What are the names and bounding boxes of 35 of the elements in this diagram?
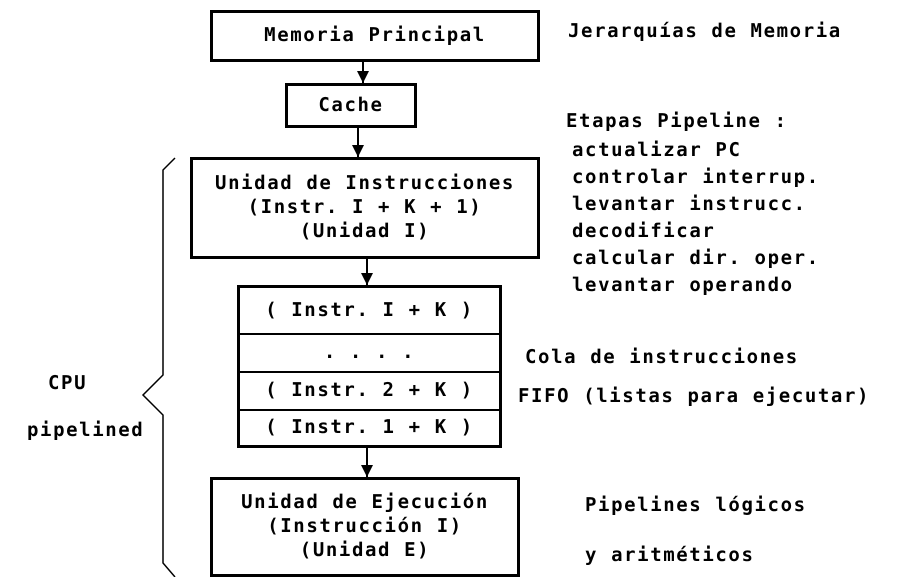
node-subtitle: (Unidad E) — [300, 538, 430, 563]
arrow — [361, 259, 373, 285]
side-note: FIFO (listas para ejecutar) — [518, 385, 870, 408]
side-note: Pipelines lógicos — [585, 494, 807, 517]
cache-box — [285, 83, 417, 128]
stage-item: controlar interrup. — [572, 166, 820, 189]
side-label: pipelined — [27, 419, 144, 442]
instruction-queue-box — [237, 285, 502, 448]
node-title: ( Instr. 2 + K ) — [265, 379, 474, 403]
node-title: ( Instr. 1 + K ) — [265, 416, 474, 440]
side-note: Cola de instrucciones — [525, 346, 799, 369]
stage-item: levantar instrucc. — [572, 193, 807, 216]
node-subtitle: (Unidad I) — [300, 220, 430, 244]
node-subtitle: (Instr. I + K + 1) — [248, 196, 482, 220]
arrow — [352, 128, 364, 157]
node-title: Unidad de Instrucciones — [215, 172, 515, 196]
node-title: . . . . — [324, 341, 416, 365]
stage-item: calcular dir. oper. — [572, 247, 820, 270]
side-note: y aritméticos — [585, 544, 755, 567]
instruction-unit-box — [190, 157, 540, 259]
node-title: ( Instr. I + K ) — [265, 298, 474, 322]
arrow — [361, 448, 373, 477]
arrow — [357, 62, 369, 83]
execution-unit-box — [210, 477, 520, 577]
node-title: Cache — [318, 94, 384, 118]
section-heading: Etapas Pipeline : — [566, 110, 788, 133]
node-subtitle: (Instrucción I) — [267, 515, 463, 539]
section-heading: Jerarquías de Memoria — [568, 20, 842, 43]
stage-item: levantar operando — [572, 274, 794, 297]
stage-item: decodificar — [572, 220, 716, 243]
stage-item: actualizar PC — [572, 139, 742, 162]
node-title: Unidad de Ejecución — [241, 491, 489, 516]
memory-box — [210, 10, 540, 62]
side-label: CPU — [48, 372, 88, 395]
node-title: Memoria Principal — [264, 24, 486, 48]
